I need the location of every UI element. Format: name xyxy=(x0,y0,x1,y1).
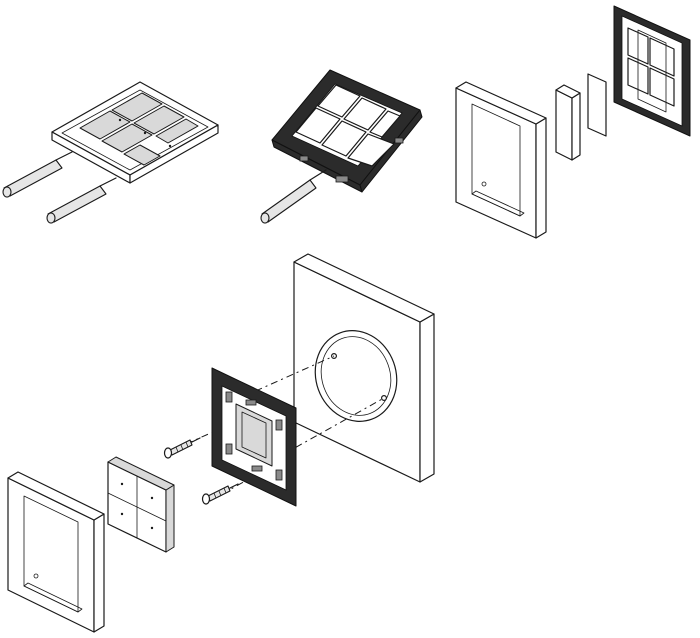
step-3-separate-parts xyxy=(455,5,691,239)
step-1-pry-panel xyxy=(2,81,219,224)
label-insert xyxy=(587,73,607,137)
cover-frame xyxy=(455,81,547,239)
screwdriver-icon xyxy=(46,177,117,224)
inner-keys xyxy=(295,84,401,167)
mounting-unit-small xyxy=(613,5,691,137)
rocker-keys xyxy=(79,92,199,166)
rocker-key-module xyxy=(107,456,175,553)
step-4-exploded-assembly xyxy=(7,253,435,633)
front-cover-frame xyxy=(7,471,105,633)
screw-icon xyxy=(163,437,201,459)
support-frame xyxy=(211,367,297,507)
frame-clips xyxy=(299,137,404,183)
screw-icon xyxy=(201,483,239,505)
key-module-side xyxy=(555,84,581,161)
wall-mount-plate xyxy=(293,253,435,483)
screwdriver-icon xyxy=(260,169,327,224)
step-2-release-frame xyxy=(260,69,423,224)
screwdriver-icon xyxy=(2,151,73,198)
frame-clips xyxy=(225,391,283,481)
